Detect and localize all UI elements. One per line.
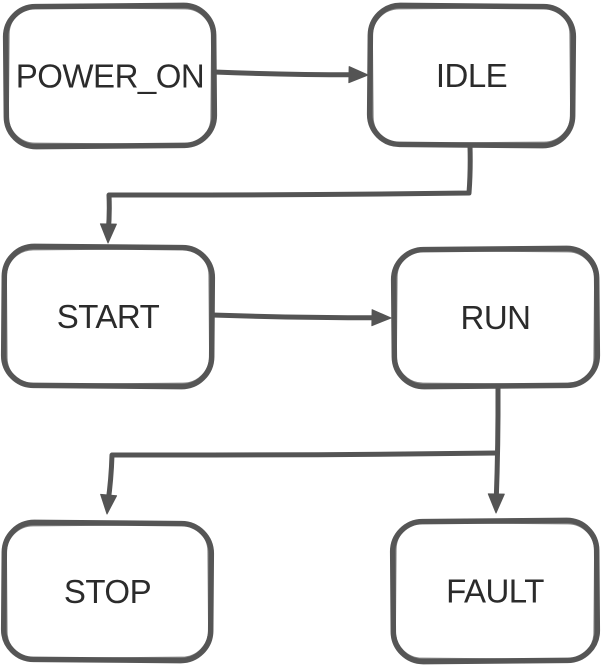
node-box-sketch <box>392 519 598 663</box>
edge-idle-to-start[interactable] <box>99 143 473 244</box>
node-stop[interactable]: STOP <box>0 519 215 664</box>
edge-run-to-fault[interactable] <box>487 383 505 514</box>
edge-line[interactable] <box>209 312 382 321</box>
edge-line[interactable] <box>105 450 500 505</box>
node-label: STOP <box>64 573 151 610</box>
node-run[interactable]: RUN <box>390 245 601 390</box>
node-label: POWER_ON <box>16 58 205 95</box>
edge-start-to-run[interactable] <box>209 309 392 327</box>
node-idle[interactable]: IDLE <box>366 2 577 149</box>
node-label: RUN <box>461 299 531 336</box>
node-box-sketch <box>3 521 212 662</box>
node-fault[interactable]: FAULT <box>389 517 601 665</box>
node-label: FAULT <box>446 573 544 610</box>
arrowhead-icon <box>371 309 392 327</box>
node-box-sketch <box>393 247 598 388</box>
node-label: IDLE <box>436 57 507 94</box>
arrowhead-icon <box>487 493 505 514</box>
node-start[interactable]: START <box>0 243 216 390</box>
node-power-on[interactable]: POWER_ON <box>2 2 218 150</box>
node-box-sketch <box>369 4 574 147</box>
edge-run-to-stop[interactable] <box>100 450 500 515</box>
edge-line[interactable] <box>105 143 473 234</box>
node-box-sketch <box>3 245 213 388</box>
node-label: START <box>57 298 160 335</box>
edge-line[interactable] <box>211 69 359 78</box>
edge-power-on-to-idle[interactable] <box>211 66 369 84</box>
arrowhead-icon <box>348 66 369 84</box>
arrowhead-icon <box>100 493 118 515</box>
arrowhead-icon <box>99 223 117 244</box>
edge-line[interactable] <box>493 383 501 504</box>
node-box-sketch <box>5 4 215 148</box>
